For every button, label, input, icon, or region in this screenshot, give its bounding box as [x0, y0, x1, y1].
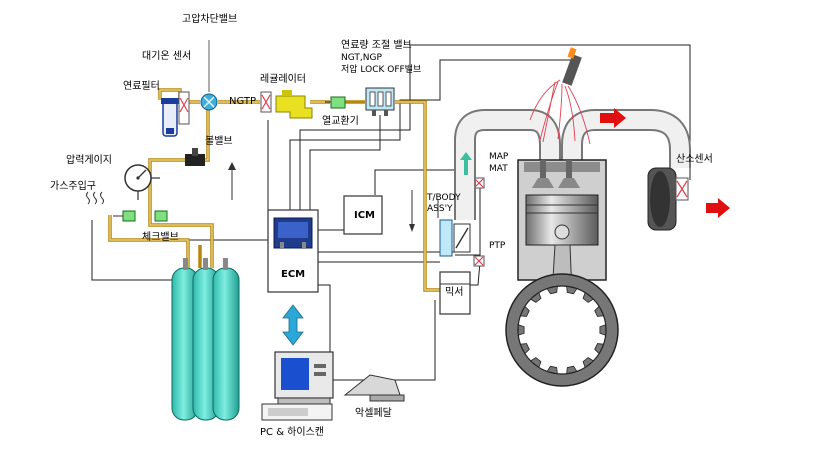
- label-oxygen-sensor: 산소센서: [676, 154, 713, 165]
- ball-valve: [185, 148, 205, 166]
- gear-tooth: [519, 305, 530, 317]
- mixer: [439, 271, 471, 315]
- gear-tooth: [519, 343, 530, 355]
- accel-pedal: [343, 374, 405, 402]
- label-pressure-gauge: 압력게이지: [66, 155, 112, 166]
- exhaust-flow-arrows: [600, 108, 730, 218]
- fuel-lines: [108, 88, 440, 292]
- gear-tooth: [517, 324, 525, 336]
- map-mat-sensor: [473, 177, 485, 189]
- label-ngt-ngp: NGT,NGP: [341, 53, 382, 63]
- label-accel-pedal: 악셀페달: [355, 408, 392, 419]
- label-low-pressure-lockoff: 저압 LOCK OFF밸브: [341, 65, 422, 75]
- label-gas-inlet: 가스주입구: [50, 181, 96, 192]
- atmosphere-temp-sensor: [178, 91, 190, 125]
- label-mat: MAT: [489, 164, 508, 174]
- ptp-sensor: [473, 255, 485, 267]
- label-fuel-filter: 연료필터: [123, 81, 160, 92]
- pressure-gauge: [124, 164, 160, 200]
- label-pc-hiscan: PC & 하이스캔: [260, 427, 324, 438]
- gear-tooth: [546, 285, 558, 295]
- crankshaft-gear: [505, 273, 619, 387]
- high-pressure-shutoff-valve: [200, 40, 218, 111]
- label-heat-exchanger: 열교환기: [322, 116, 359, 127]
- label-ptp: PTP: [489, 241, 506, 251]
- intake-flow-arrow: [409, 152, 472, 232]
- icm-unit: [343, 195, 383, 235]
- ecm-unit: [267, 209, 319, 293]
- check-valve: [113, 210, 168, 222]
- gear-tooth: [566, 365, 578, 375]
- label-throttle-body-1: T/BODY: [427, 193, 461, 203]
- label-throttle-body-2: ASS'Y: [427, 204, 453, 214]
- label-ball-valve: 볼밸브: [205, 136, 233, 147]
- heat-exchanger: [325, 96, 346, 109]
- label-high-pressure-shutoff-valve: 고압차단밸브: [182, 14, 238, 25]
- exhaust-outlet: [647, 167, 689, 231]
- label-regulator: 레귤레이터: [260, 74, 306, 85]
- gear-tooth: [582, 357, 595, 369]
- gear-tooth: [582, 291, 595, 303]
- gear-tooth: [566, 285, 578, 295]
- spark-plug: [529, 47, 591, 145]
- label-atmosphere-temp-sensor: 대기온 센서: [142, 51, 192, 62]
- engine-cylinder: [517, 159, 607, 296]
- ngtp-sensor: [260, 91, 272, 113]
- label-ngtp: NGTP: [229, 96, 257, 107]
- flow-arrow-up: [228, 162, 236, 200]
- gear-tooth: [594, 305, 605, 317]
- fuel-control-valve: [365, 87, 395, 116]
- throttle-body: [437, 200, 471, 257]
- label-icm: ICM: [354, 210, 376, 221]
- gear-tooth: [599, 324, 607, 336]
- gear-tooth: [529, 357, 542, 369]
- gear-tooth: [546, 365, 558, 375]
- gear-tooth: [529, 291, 542, 303]
- pc-link-arrow: [282, 304, 304, 346]
- cng-tanks: [171, 258, 240, 421]
- gas-inlet-symbol: [86, 191, 104, 205]
- regulator: [275, 90, 313, 119]
- pc-terminal: [261, 351, 334, 421]
- gear-tooth: [594, 343, 605, 355]
- label-map: MAP: [489, 152, 509, 162]
- label-fuel-control-valve: 연료량 조절 밸브: [341, 40, 412, 51]
- label-mixer: 믹서: [445, 287, 464, 298]
- label-ecm: ECM: [281, 269, 306, 280]
- fuel-filter: [161, 98, 179, 137]
- label-check-valve: 체크밸브: [142, 232, 179, 243]
